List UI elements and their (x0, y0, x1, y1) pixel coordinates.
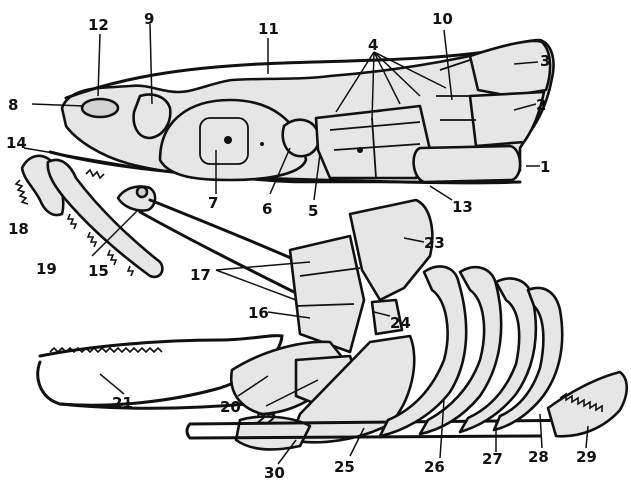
label-15: 15 (88, 262, 109, 280)
label-29: 29 (576, 448, 597, 466)
label-30: 30 (264, 464, 285, 482)
upper-jaw-bones (16, 156, 162, 277)
label-16: 16 (248, 304, 269, 322)
bone-1 (414, 146, 520, 182)
eye-dot (224, 136, 232, 144)
label-19: 19 (36, 260, 57, 278)
neurocranium (50, 40, 554, 183)
label-23: 23 (424, 234, 445, 252)
bone-23 (350, 200, 432, 300)
label-17: 17 (190, 266, 211, 284)
label-8: 8 (8, 96, 18, 114)
label-7: 7 (208, 194, 218, 212)
label-27: 27 (482, 450, 503, 468)
bone-16 (290, 236, 364, 352)
label-24: 24 (390, 314, 411, 332)
label-3: 3 (540, 52, 550, 70)
label-10: 10 (432, 10, 453, 28)
label-25: 25 (334, 458, 355, 476)
label-5: 5 (308, 202, 318, 220)
label-20: 20 (220, 398, 241, 416)
label-2: 2 (536, 96, 546, 114)
label-21: 21 (112, 394, 133, 412)
label-1: 1 (540, 158, 550, 176)
label-11: 11 (258, 20, 279, 38)
label-6: 6 (262, 200, 272, 218)
label-28: 28 (528, 448, 549, 466)
label-9: 9 (144, 10, 154, 28)
label-12: 12 (88, 16, 109, 34)
bone-2 (470, 92, 544, 146)
label-13: 13 (452, 198, 473, 216)
label-4: 4 (368, 36, 378, 54)
maxilla (48, 160, 163, 277)
label-14: 14 (6, 134, 27, 152)
gill-arches (380, 266, 627, 436)
nasal-capsule (82, 99, 118, 117)
suspensorium (118, 186, 432, 352)
label-22: 22 (256, 410, 277, 428)
label-26: 26 (424, 458, 445, 476)
bone-3 (470, 41, 550, 96)
label-18: 18 (8, 220, 29, 238)
